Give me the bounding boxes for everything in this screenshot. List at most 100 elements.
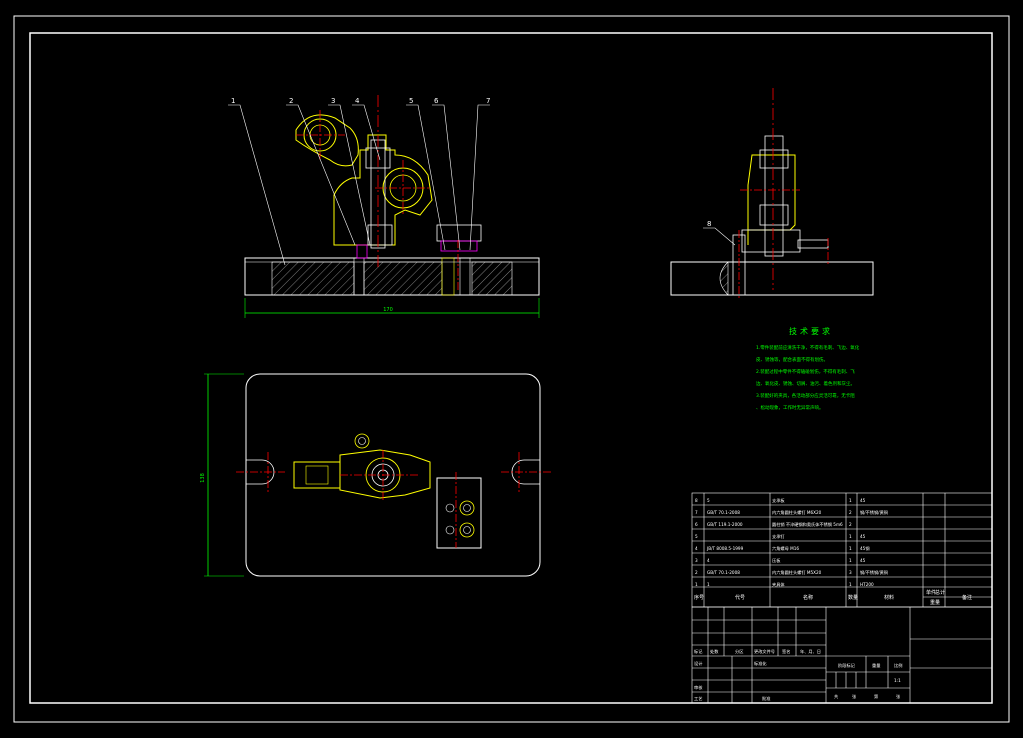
bom-cell-qty: 1: [849, 534, 852, 539]
bom-cell-qty: 2: [849, 510, 852, 515]
tb-standardization: 标准化: [754, 660, 767, 667]
tech-note-line: 3.装配好的夹具，各活动部分应灵活可靠，无卡阻: [756, 394, 855, 399]
bom-cell-name: 内六角圆柱头螺钉 M5X20: [772, 569, 822, 576]
bom-cell-no: 5: [695, 534, 698, 539]
base-section-left: [271, 261, 355, 296]
bom-cell-code: 4: [707, 558, 710, 563]
bom-cell-material: 45: [860, 558, 866, 563]
bom-cell-code: GB/T 119.1-2000: [707, 522, 743, 527]
width-dimension-text: 170: [383, 307, 393, 313]
bom-cell-no: 4: [695, 546, 698, 551]
bom-cell-code: 1: [707, 582, 710, 587]
tech-note-line: 皮、锈蚀等，配合表面不得有划伤。: [756, 358, 828, 363]
tb-label-count: 处数: [710, 648, 719, 655]
tb-approve: 批准: [762, 695, 770, 702]
technical-requirements-title: 技术要求: [789, 327, 833, 336]
bom-cell-qty: 1: [849, 558, 852, 563]
tb-label-change: 更改文件号: [754, 648, 775, 655]
tech-note-line: 、松动现象，工作时无异常声响。: [756, 406, 824, 411]
callout-4: 4: [355, 97, 360, 105]
callout-labels: 1 2 3 4 5 6 7 8: [231, 97, 711, 228]
bom-cell-code: GB/T 70.1-2008: [707, 570, 740, 575]
tb-label-sign: 签名: [782, 648, 790, 655]
callout-2: 2: [289, 97, 293, 105]
callout-5: 5: [409, 97, 413, 105]
press-plate: [295, 114, 359, 167]
base-hole-3: [459, 257, 471, 296]
bom-header-name: 名称: [803, 594, 813, 601]
bom-cell-no: 8: [695, 498, 698, 503]
tech-note-line: 2.装配过程中零件不得磕碰划伤，不得有毛刺、飞: [756, 370, 855, 375]
callout-7: 7: [486, 97, 490, 105]
tb-designer: 设计: [694, 660, 702, 667]
tb-label-zone: 分区: [735, 648, 743, 655]
bom-cell-code: 5: [707, 498, 710, 503]
tb-sheet-total: 共: [834, 693, 838, 700]
bom-header-qty: 数量: [848, 594, 858, 601]
title-block: [691, 606, 993, 704]
top-view: [204, 373, 552, 577]
bom-cell-no: 7: [695, 510, 698, 515]
bom-header-material: 材料: [884, 594, 894, 601]
tb-sheet-unit-2: 张: [896, 693, 901, 700]
bom-table: [691, 492, 993, 608]
bom-cell-qty: 3: [849, 570, 852, 575]
outer-frame: [13, 15, 1010, 723]
tech-note-line: 边、氧化皮、锈蚀、切屑、油污、着色剂和灰尘。: [756, 382, 855, 387]
bom-cell-name: 内六角圆柱头螺钉 M6X20: [772, 509, 822, 516]
bom-header-unit: 单件: [926, 589, 936, 596]
side-clamp-body: [747, 154, 796, 245]
bom-header-no: 序号: [694, 594, 704, 601]
technical-requirements: 技术要求 1.零件装配前应清洗干净，不得有毛刺、飞边、氧化 皮、锈蚀等，配合表面…: [756, 326, 866, 415]
tb-label-mark: 标记: [694, 648, 703, 655]
bom-cell-no: 2: [695, 570, 698, 575]
callout-1: 1: [231, 97, 235, 105]
tb-label-date: 年、月、日: [800, 648, 821, 655]
bom-cell-material: 45钢: [860, 545, 870, 552]
bom-cell-no: 1: [695, 582, 698, 587]
clamp-body: [333, 134, 433, 246]
bom-cell-qty: 2: [849, 522, 852, 527]
height-dimension-text: 138: [200, 473, 206, 483]
tb-sheet-unit-1: 张: [852, 693, 857, 700]
bom-cell-code: JB/T 8008.5-1999: [706, 546, 744, 551]
title-block-labels: 标记 处数 分区 更改文件号 签名 年、月、日 设计 标准化 审核 工艺 批准 …: [694, 648, 902, 702]
bom-cell-material: 钢/不锈钢/黄铜: [860, 509, 888, 516]
callout-3: 3: [331, 97, 335, 105]
bom-cell-material: 45: [860, 498, 866, 503]
base-section-mid: [363, 261, 443, 296]
bom-cell-code: GB/T 70.1-2008: [707, 510, 740, 515]
bom-cell-name: 支承钉: [772, 533, 785, 540]
bom-cell-name: 夹具体: [772, 581, 785, 588]
bom-cell-material: 钢/不锈钢/黄铜: [860, 569, 888, 576]
front-view: [228, 95, 540, 318]
tb-process: 工艺: [694, 696, 702, 701]
bom-cell-qty: 1: [849, 582, 852, 587]
bom-cell-no: 3: [695, 558, 698, 563]
tb-scale: 比例: [894, 662, 902, 669]
side-view: [670, 88, 874, 298]
tb-weight: 重量: [872, 662, 880, 669]
bom-cell-name: 支承板: [772, 497, 785, 504]
bom-header: 序号 代号 名称 数量 材料 单件 总计 重量 备注: [694, 589, 972, 606]
bom-cell-name: 六角螺母 M16: [772, 545, 799, 552]
bom-cell-material: HT200: [860, 582, 874, 587]
bom-cell-name: 圆柱销 不淬硬钢和奥氏体不锈钢 5m6: [772, 521, 843, 528]
bom-cell-qty: 1: [849, 498, 852, 503]
bom-header-code: 代号: [735, 594, 745, 601]
bom-header-total: 总计: [935, 589, 945, 596]
tb-sheet-no: 第: [874, 693, 878, 700]
tb-stage: 阶段标记: [838, 662, 856, 669]
tb-review: 审核: [694, 684, 703, 691]
bom-cell-material: 45: [860, 534, 866, 539]
tech-note-line: 1.零件装配前应清洗干净，不得有毛刺、飞边、氧化: [756, 346, 860, 351]
bom-cell-qty: 1: [849, 546, 852, 551]
callout-8: 8: [707, 220, 711, 228]
inner-frame: [29, 32, 993, 704]
base-hole-2: [441, 257, 455, 296]
bom-header-note: 备注: [962, 594, 972, 601]
base-hole-1: [353, 257, 365, 296]
tb-scale-value: 1:1: [894, 678, 901, 683]
